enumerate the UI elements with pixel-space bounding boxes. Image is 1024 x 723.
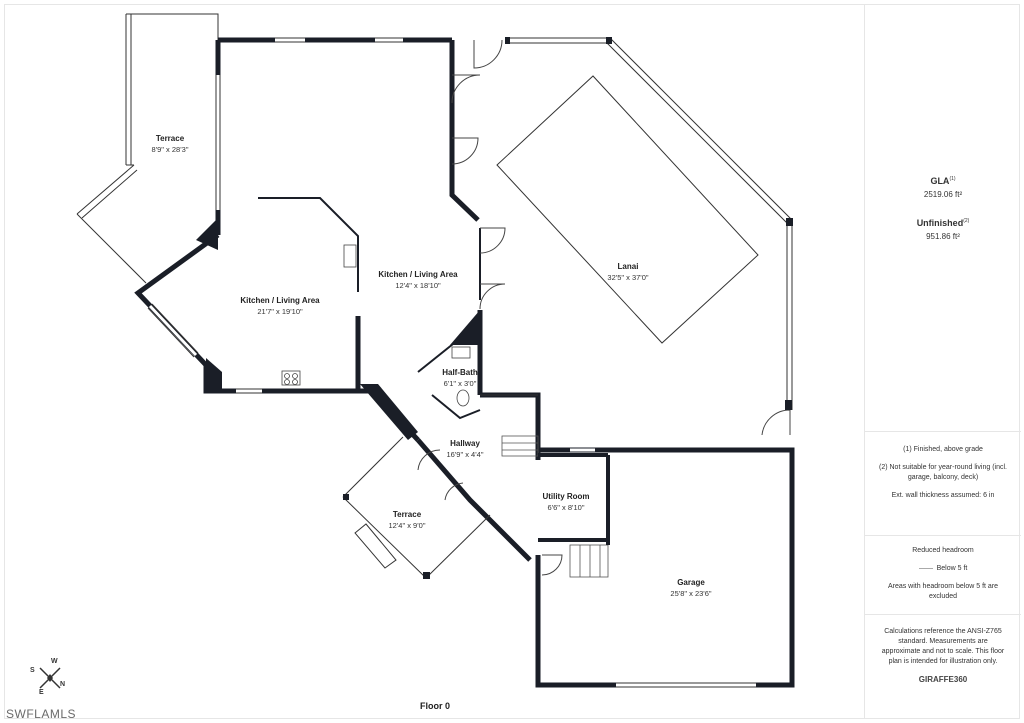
- compass-s: S: [30, 667, 35, 674]
- calc-block: Calculations reference the ANSI-Z765 sta…: [865, 627, 1021, 684]
- room-utility: Utility Room 6'6" x 8'10": [506, 491, 626, 513]
- room-name: Lanai: [617, 262, 639, 271]
- gla-value: 2519.06 ft²: [923, 190, 963, 199]
- lanai-posts: [505, 37, 793, 410]
- window-lines: [147, 37, 756, 688]
- room-kitchen-living-1: Kitchen / Living Area 21'7" x 19'10": [220, 295, 340, 317]
- watermark: SWFLAMLS: [6, 707, 77, 721]
- note-unfinished: (2) Not suitable for year-round living (…: [879, 464, 1007, 481]
- utility-walls: [538, 453, 610, 545]
- headroom-note: Areas with headroom below 5 ft are exclu…: [887, 583, 999, 600]
- compass-w: W: [51, 658, 58, 665]
- headroom-legend: Below 5 ft: [865, 564, 1021, 574]
- divider: [865, 614, 1021, 615]
- compass-icon: [39, 667, 61, 689]
- unfinished-block: Unfinished(2) 951.86 ft²: [865, 218, 1021, 241]
- lanai-outline: [480, 37, 793, 410]
- room-terrace-upper: Terrace 8'9" x 28'3": [110, 133, 230, 155]
- room-dims: 8'9" x 28'3": [151, 145, 189, 154]
- room-dims: 25'8" x 23'6": [670, 589, 712, 598]
- headroom-block: Reduced headroom Below 5 ft Areas with h…: [865, 546, 1021, 610]
- floor-label: Floor 0: [419, 701, 450, 711]
- headroom-title: Reduced headroom: [912, 547, 974, 554]
- room-name: Garage: [677, 578, 705, 587]
- note-wall: Ext. wall thickness assumed: 6 in: [891, 492, 995, 499]
- terrace-lower-posts: [343, 494, 430, 579]
- gla-block: GLA(1) 2519.06 ft²: [865, 176, 1021, 199]
- room-lanai: Lanai 32'5" x 37'0": [568, 261, 688, 283]
- room-name: Kitchen / Living Area: [378, 270, 458, 279]
- room-name: Hallway: [450, 439, 480, 448]
- windows: [148, 38, 756, 687]
- notes-block: (1) Finished, above grade (2) Not suitab…: [865, 445, 1021, 509]
- wall-fills: [196, 218, 480, 440]
- compass-e: E: [39, 689, 44, 696]
- room-half-bath: Half-Bath 6'1" x 3'0": [400, 367, 520, 389]
- compass-n: N: [60, 681, 66, 688]
- room-dims: 12'4" x 18'10": [395, 281, 441, 290]
- terrace-lower: [342, 436, 491, 579]
- headroom-line-icon: [918, 567, 933, 569]
- room-dims: 12'4" x 9'0": [388, 521, 426, 530]
- room-garage: Garage 25'8" x 23'6": [631, 577, 751, 599]
- stairs: [501, 435, 609, 578]
- room-name: Kitchen / Living Area: [240, 296, 320, 305]
- room-dims: 32'5" x 37'0": [607, 273, 649, 282]
- terrace-upper-left: [76, 13, 219, 284]
- divider: [865, 431, 1021, 432]
- room-dims: 6'6" x 8'10": [547, 503, 585, 512]
- gla-title: GLA(1): [930, 176, 956, 186]
- divider: [865, 535, 1021, 536]
- legend-panel: GLA(1) 2519.06 ft² Unfinished(2) 951.86 …: [864, 4, 1021, 719]
- room-dims: 21'7" x 19'10": [257, 307, 303, 316]
- room-dims: 6'1" x 3'0": [443, 379, 477, 388]
- note-finished: (1) Finished, above grade: [903, 446, 983, 453]
- room-name: Terrace: [155, 134, 185, 143]
- fixtures: [281, 244, 471, 407]
- compass-rose: S W E N: [28, 656, 72, 700]
- unfinished-title: Unfinished(2): [916, 218, 970, 228]
- room-dims: 16'9" x 4'4": [446, 450, 484, 459]
- brand-logo: GIRAFFE360: [918, 675, 968, 684]
- floor-plan: [76, 13, 795, 688]
- page-frame: [4, 4, 1020, 719]
- unfinished-value: 951.86 ft²: [926, 232, 960, 241]
- room-kitchen-living-2: Kitchen / Living Area 12'4" x 18'10": [358, 269, 478, 291]
- room-terrace-lower: Terrace 12'4" x 9'0": [347, 509, 467, 531]
- room-name: Utility Room: [542, 492, 590, 501]
- room-name: Terrace: [392, 510, 422, 519]
- calc-note: Calculations reference the ANSI-Z765 sta…: [881, 628, 1005, 665]
- doors: [417, 39, 791, 576]
- room-name: Half-Bath: [442, 368, 478, 377]
- room-hallway: Hallway 16'9" x 4'4": [405, 438, 525, 460]
